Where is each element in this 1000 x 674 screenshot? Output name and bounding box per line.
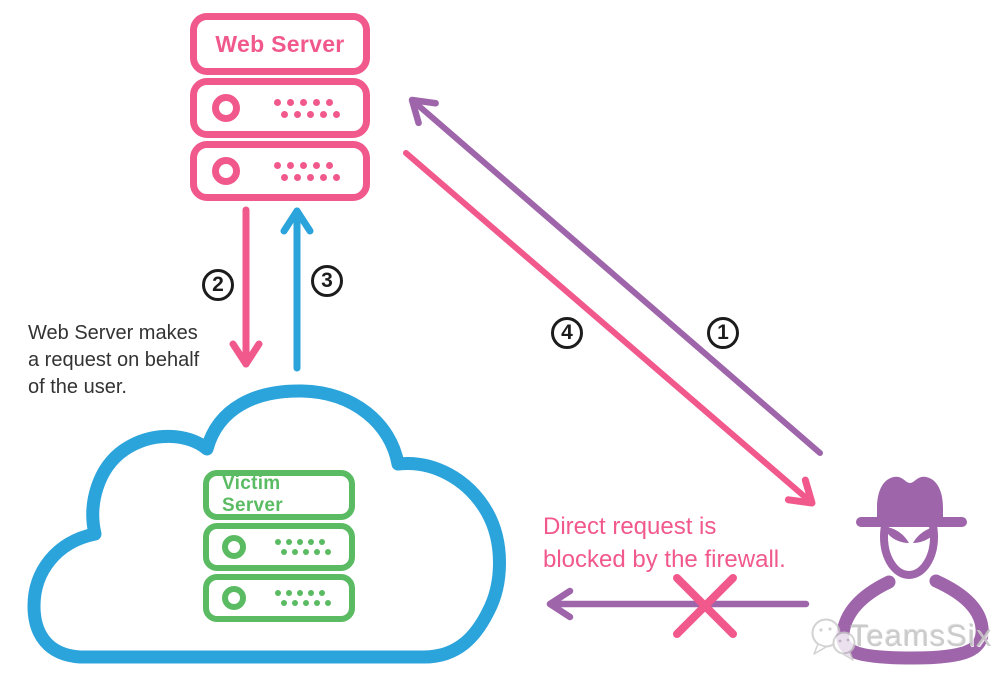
attacker-hat-brim xyxy=(856,517,967,527)
server-dot xyxy=(319,590,325,596)
note-line: Web Server makes xyxy=(28,322,198,344)
attacker-eye-left xyxy=(886,527,909,543)
server-dot xyxy=(326,98,333,106)
server-dot xyxy=(281,173,288,181)
watermark-brand: TeamsSix xyxy=(850,618,993,653)
web-server-note: Web Server makes a request on behalf of … xyxy=(28,320,199,401)
server-dot xyxy=(303,549,309,555)
server-dot xyxy=(286,539,292,545)
victim-server-unit xyxy=(203,574,355,622)
server-dot xyxy=(297,539,303,545)
victim-server-label: Victim Server xyxy=(203,470,355,520)
server-dots-icon xyxy=(275,590,331,606)
server-dot xyxy=(292,600,298,606)
attacker-hat-crown xyxy=(877,476,943,521)
server-dot xyxy=(300,161,307,169)
step-2-badge: 2 xyxy=(202,269,234,301)
web-server-unit xyxy=(190,141,370,201)
server-dot xyxy=(274,161,281,169)
server-dot xyxy=(292,549,298,555)
server-dot xyxy=(281,110,288,118)
web-server-unit xyxy=(190,78,370,138)
attacker-icon xyxy=(836,476,989,665)
server-dot xyxy=(308,539,314,545)
step-1-badge: 1 xyxy=(707,317,739,349)
wechat-icon xyxy=(811,618,856,661)
server-dot xyxy=(287,98,294,106)
server-dot xyxy=(294,110,301,118)
server-dot xyxy=(281,600,287,606)
server-dot xyxy=(286,590,292,596)
server-port-ring-icon xyxy=(222,586,246,610)
victim-server-unit xyxy=(203,523,355,571)
server-dots-icon xyxy=(274,98,340,118)
web-server-label: Web Server xyxy=(190,13,370,75)
server-dot xyxy=(325,600,331,606)
server-dot xyxy=(333,173,340,181)
note-line: of the user. xyxy=(28,376,127,398)
server-dot xyxy=(320,110,327,118)
server-dot xyxy=(303,600,309,606)
server-dot xyxy=(294,173,301,181)
firewall-note: Direct request is blocked by the firewal… xyxy=(543,510,786,576)
server-dot xyxy=(275,590,281,596)
step-3-badge: 3 xyxy=(311,265,343,297)
server-dot xyxy=(313,98,320,106)
arrow-step1-attacker-request xyxy=(408,96,823,456)
server-dot xyxy=(281,549,287,555)
server-dot xyxy=(287,161,294,169)
server-port-ring-icon xyxy=(212,94,240,122)
note-line: a request on behalf xyxy=(28,349,200,371)
server-dot xyxy=(307,173,314,181)
server-dot xyxy=(325,549,331,555)
note-line: Direct request is xyxy=(543,513,717,540)
server-dot xyxy=(320,173,327,181)
server-dot xyxy=(307,110,314,118)
note-line: blocked by the firewall. xyxy=(543,546,786,573)
server-dot xyxy=(333,110,340,118)
server-dot xyxy=(313,161,320,169)
server-dot xyxy=(308,590,314,596)
server-dot xyxy=(314,549,320,555)
attacker-shoulders xyxy=(836,574,989,665)
server-dots-icon xyxy=(274,161,340,181)
server-dot xyxy=(326,161,333,169)
blocked-x-icon xyxy=(673,574,737,638)
victim-server-icon: Victim Server xyxy=(203,470,355,622)
server-port-ring-icon xyxy=(222,535,246,559)
step-4-badge: 4 xyxy=(551,317,583,349)
attacker-eye-right xyxy=(913,527,936,543)
arrow-step4-response-to-attacker xyxy=(403,150,816,507)
web-server-icon: Web Server xyxy=(190,13,370,201)
server-dots-icon xyxy=(275,539,331,555)
server-dot xyxy=(274,98,281,106)
server-port-ring-icon xyxy=(212,157,240,185)
server-dot xyxy=(300,98,307,106)
server-dot xyxy=(275,539,281,545)
server-dot xyxy=(314,600,320,606)
server-dot xyxy=(297,590,303,596)
server-dot xyxy=(319,539,325,545)
